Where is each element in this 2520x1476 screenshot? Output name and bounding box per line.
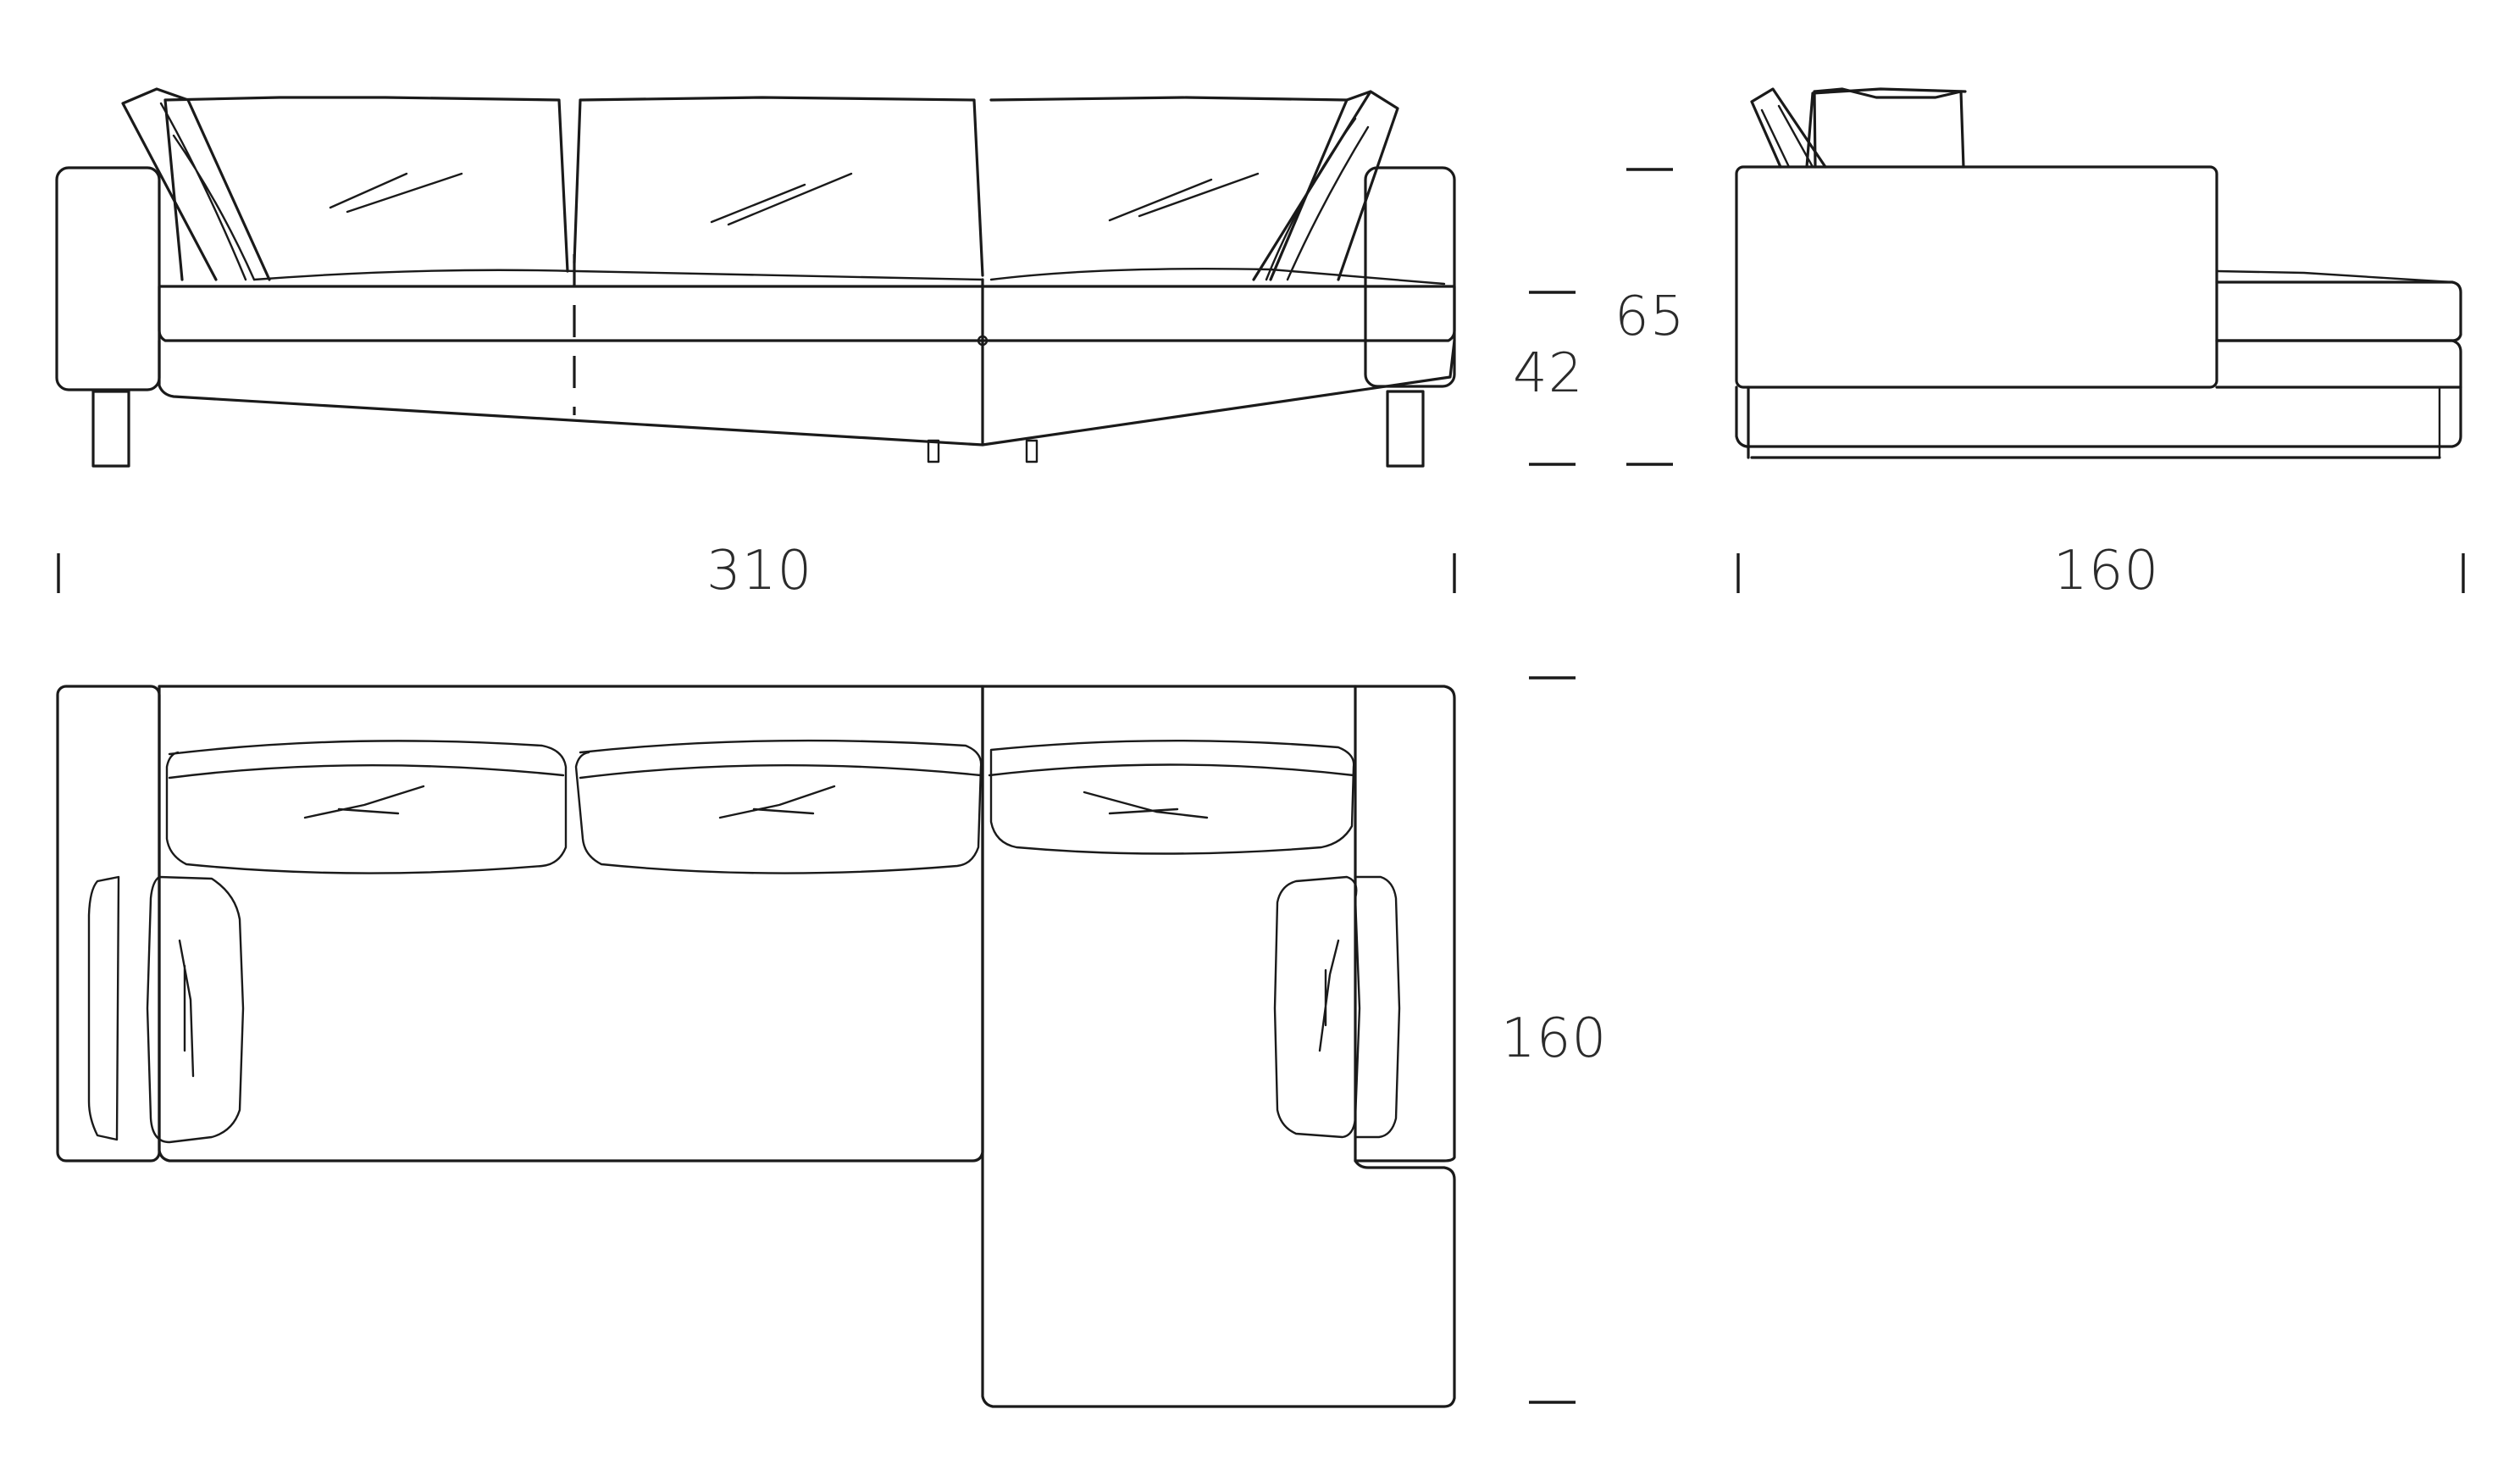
plan-back-cushion-3-line bbox=[988, 763, 1355, 777]
front-crease-1 bbox=[329, 172, 463, 214]
front-center-button bbox=[977, 335, 989, 347]
front-left-pillow-inner bbox=[159, 102, 256, 281]
height-dimensions: 65 42 bbox=[1513, 168, 1685, 466]
plan-right-arm bbox=[1354, 685, 1456, 1162]
front-seat-cushion bbox=[158, 285, 1456, 342]
dim-side-depth: 160 bbox=[2053, 540, 2159, 602]
plan-crease-1 bbox=[303, 785, 425, 819]
dim-seat-height: 42 bbox=[1513, 342, 1583, 405]
front-left-arm bbox=[55, 166, 161, 391]
side-angled-pillow-inner bbox=[1760, 104, 1814, 169]
plan-left-pillow-outer bbox=[87, 875, 120, 1141]
plan-chaise bbox=[981, 685, 1456, 1408]
front-view bbox=[55, 87, 1456, 468]
side-chaise-puff bbox=[2215, 269, 2454, 284]
front-back-cushion-3 bbox=[989, 96, 1349, 281]
plan-left-pillow bbox=[146, 875, 245, 1144]
side-base bbox=[1735, 386, 2462, 448]
plan-back-cushion-3 bbox=[989, 739, 1355, 855]
side-chaise-cushion-bottom bbox=[2215, 339, 2462, 389]
front-right-leg bbox=[1386, 390, 1425, 468]
plan-right-pillow-outer bbox=[1354, 875, 1401, 1139]
plan-view bbox=[56, 685, 1456, 1408]
front-center-leg-left bbox=[927, 439, 940, 463]
front-back-cushion-2 bbox=[573, 96, 984, 277]
plan-back-cushion-2 bbox=[574, 739, 983, 874]
plan-crease-2 bbox=[718, 785, 836, 819]
plan-main-seat bbox=[158, 685, 984, 1162]
plan-back-cushion-1-line bbox=[168, 764, 565, 780]
front-right-pillow-inner bbox=[1265, 117, 1370, 281]
plan-back-cushion-1 bbox=[165, 740, 568, 874]
side-back-pillow bbox=[1813, 87, 1965, 169]
front-seat-puff bbox=[252, 268, 1446, 286]
dim-overall-height: 65 bbox=[1614, 286, 1685, 348]
side-arm-block bbox=[1735, 165, 2218, 389]
front-base bbox=[158, 339, 1456, 447]
side-chaise-cushion-top bbox=[2215, 280, 2462, 342]
plan-depth-dimension: 160 bbox=[1501, 676, 1607, 1404]
front-right-arm bbox=[1364, 166, 1456, 388]
front-crease-2 bbox=[710, 172, 853, 226]
front-center-leg-right bbox=[1025, 439, 1038, 463]
side-view bbox=[1735, 87, 2462, 459]
front-left-leg bbox=[91, 390, 130, 468]
front-back-cushion-1 bbox=[163, 96, 569, 281]
plan-crease-3 bbox=[1083, 791, 1209, 819]
side-back-cushion bbox=[1805, 87, 1967, 169]
plan-right-pillow-crease bbox=[1318, 939, 1340, 1052]
plan-left-arm bbox=[56, 685, 161, 1162]
side-angled-pillow bbox=[1750, 87, 1827, 169]
width-dimensions: 310 160 bbox=[57, 540, 2465, 602]
front-right-pillow bbox=[1252, 90, 1399, 281]
dim-plan-depth: 160 bbox=[1501, 1007, 1607, 1070]
front-left-pillow bbox=[121, 87, 271, 281]
plan-left-pillow-crease bbox=[178, 939, 195, 1078]
dim-overall-width: 310 bbox=[706, 540, 812, 602]
plan-back-cushion-2-line bbox=[579, 764, 983, 780]
plan-right-pillow bbox=[1273, 875, 1361, 1139]
front-crease-3 bbox=[1108, 172, 1260, 222]
